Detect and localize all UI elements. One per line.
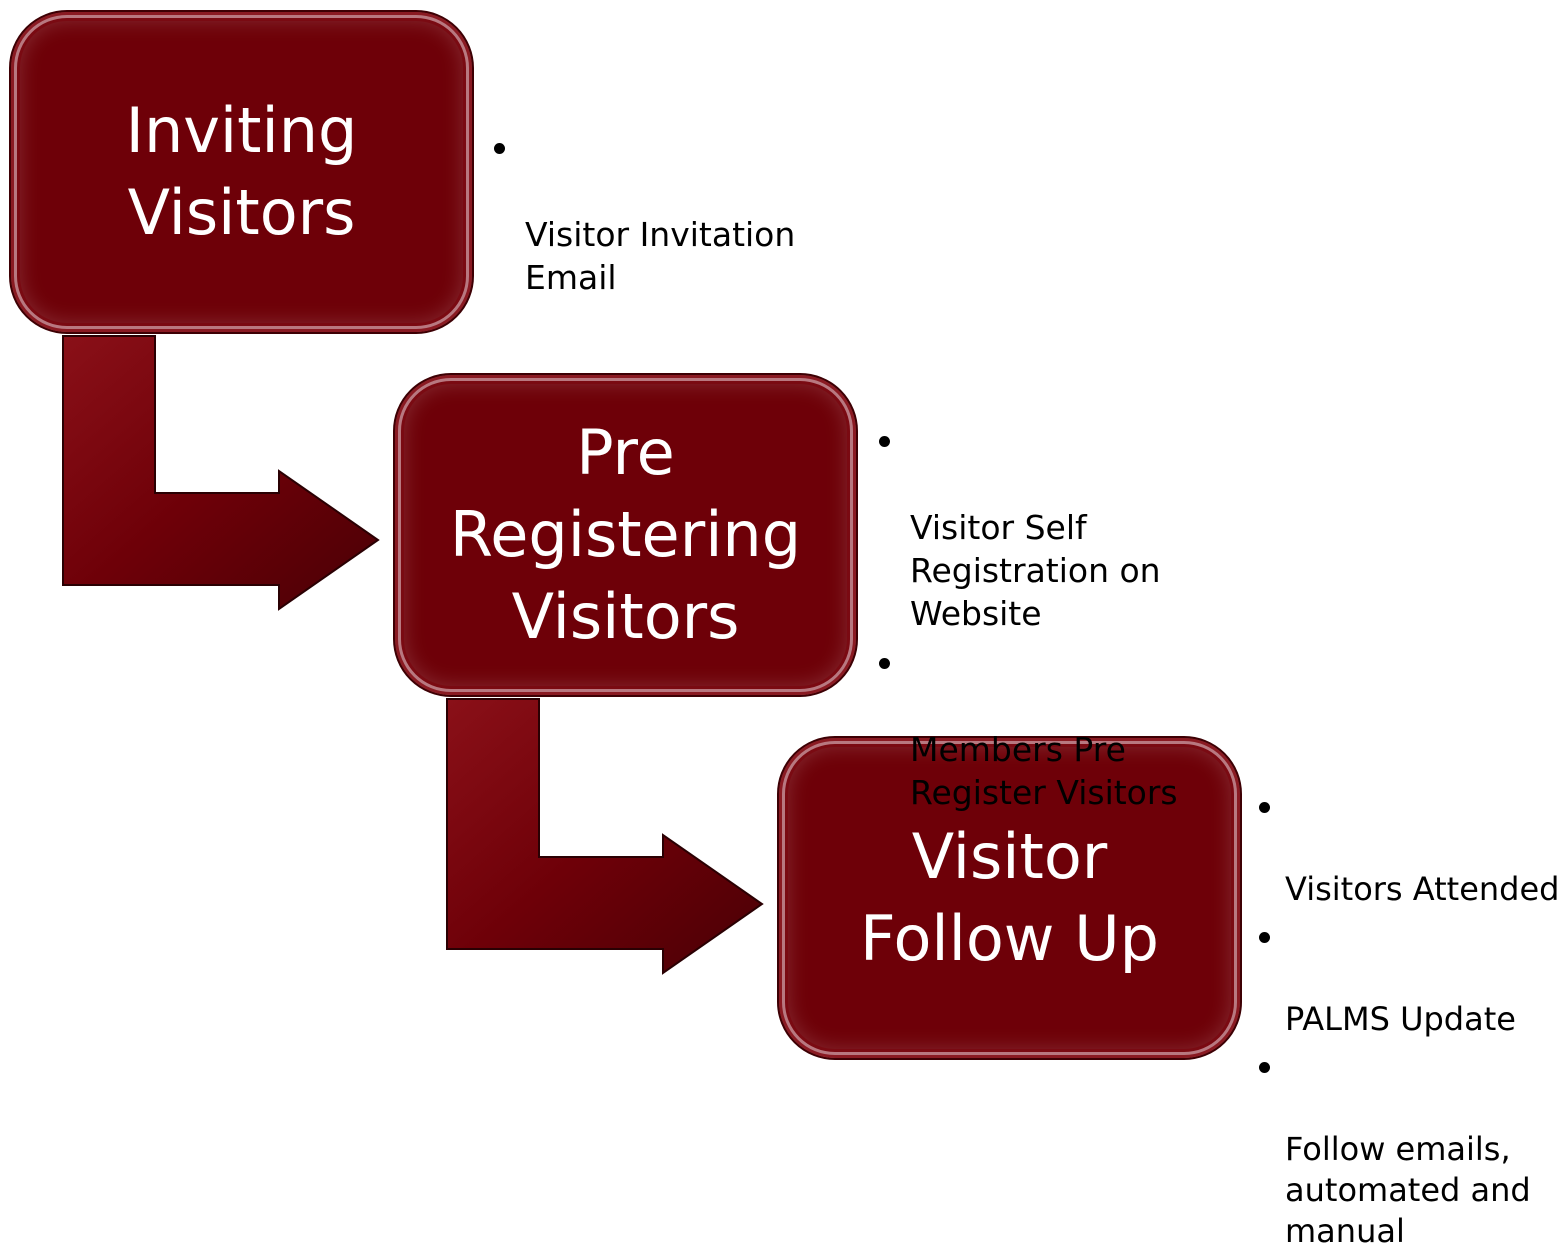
bullet-text: Visitors Attended <box>1285 870 1560 908</box>
bullet-dot-icon <box>1259 1062 1270 1073</box>
bullet-text: Visitor Self Registration on Website <box>910 508 1161 633</box>
bullet-text: Follow emails, automated and manual <box>1285 1130 1531 1250</box>
bullet-text: Members Pre Register Visitors <box>910 730 1178 812</box>
bullet-list-visitor-follow-up: Visitors Attended PALMS Update Follow em… <box>1250 787 1562 1259</box>
bullet-item: Follow emails, automated and manual <box>1250 1047 1562 1252</box>
bullet-dot-icon <box>879 658 890 669</box>
bullet-text: PALMS Update <box>1285 1000 1516 1038</box>
bullet-item: PALMS Update <box>1250 917 1562 1040</box>
connector-arrows <box>62 335 764 975</box>
bullet-item: Visitor Self Registration on Website <box>875 420 1205 635</box>
bullet-dot-icon <box>1259 802 1270 813</box>
step-title-inviting-visitors: Inviting Visitors <box>125 94 358 249</box>
bullet-item: Visitors Attended <box>1250 787 1562 910</box>
step-title-pre-registering-visitors: Pre Registering Visitors <box>449 416 802 653</box>
step-title-visitor-follow-up: Visitor Follow Up <box>860 820 1159 975</box>
bullet-text: Visitor Invitation Email <box>525 215 796 297</box>
bullet-dot-icon <box>494 143 505 154</box>
bullet-list-pre-registering-visitors: Visitor Self Registration on Website Mem… <box>875 420 1205 821</box>
bullet-item: Members Pre Register Visitors <box>875 642 1205 814</box>
step-box-pre-registering-visitors: Pre Registering Visitors <box>393 373 858 697</box>
bent-arrow-2-to-3 <box>446 698 764 975</box>
bullet-dot-icon <box>879 436 890 447</box>
step-box-inviting-visitors: Inviting Visitors <box>9 10 474 334</box>
bullet-item: Visitor Invitation Email <box>490 127 820 299</box>
step-box-visitor-follow-up: Visitor Follow Up <box>777 736 1242 1060</box>
bent-arrow-1-to-2 <box>62 335 380 611</box>
bullet-dot-icon <box>1259 932 1270 943</box>
bullet-list-inviting-visitors: Visitor Invitation Email <box>490 127 820 306</box>
